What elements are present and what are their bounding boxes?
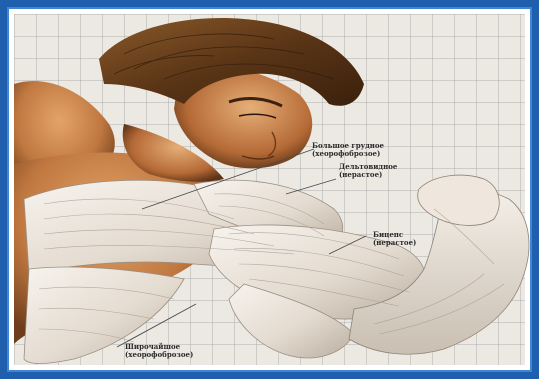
biceps-label-note: (нерастое) (373, 239, 416, 247)
pectoral-label: Большое грудное (хеорофоброзое) (312, 142, 384, 158)
pectoral-label-note: (хеорофоброзое) (312, 150, 384, 158)
deltoid-label-note: (нерастое) (339, 171, 397, 179)
fist (418, 175, 500, 225)
anatomy-illustration (14, 14, 539, 379)
deltoid-label: Дельтовидное (нерастое) (339, 163, 397, 179)
latissimus-label: Широчайшое (хеорофоброзое) (125, 343, 193, 359)
latissimus-label-note: (хеорофоброзое) (125, 351, 193, 359)
biceps-label: Бицепс (нерастое) (373, 231, 416, 247)
